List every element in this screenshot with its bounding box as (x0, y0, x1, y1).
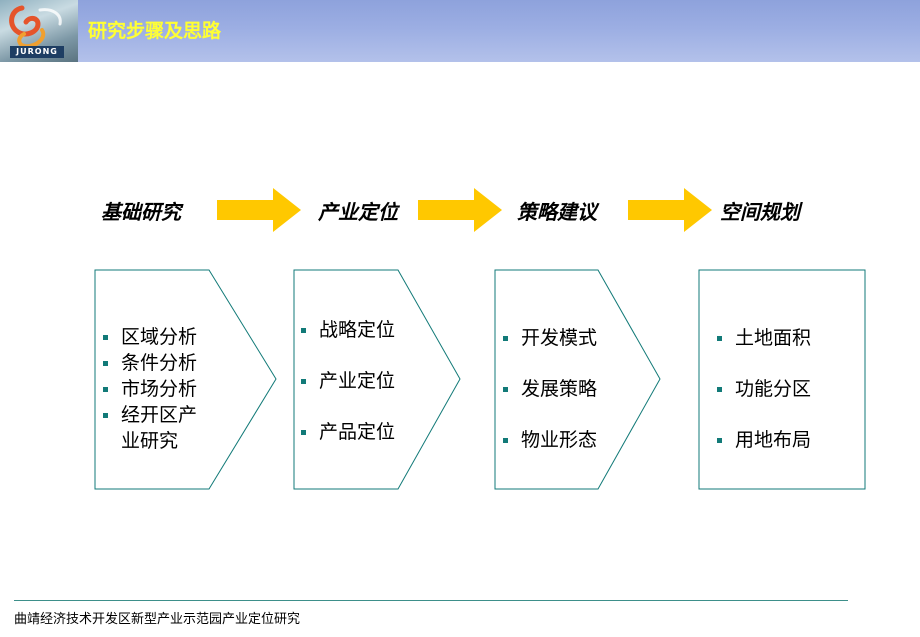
footer-divider (14, 600, 848, 601)
header-bar: JURONG 研究步骤及思路 (0, 0, 920, 62)
list-item: 土地面积 (714, 325, 811, 351)
step-title-strategy: 策略建议 (517, 200, 597, 224)
step-title-industry-positioning: 产业定位 (318, 200, 398, 224)
bullet-icon (503, 387, 508, 392)
item-list: 战略定位 产业定位 产品定位 (298, 317, 395, 445)
list-item-continuation: 业研究 (121, 430, 179, 452)
item-list: 开发模式 发展策略 物业形态 (500, 325, 597, 453)
step-box-spatial-planning: 土地面积 功能分区 用地布局 (698, 269, 866, 490)
right-arrow-icon (217, 188, 301, 232)
bullet-icon (717, 438, 722, 443)
step-box-strategy: 开发模式 发展策略 物业形态 (494, 269, 662, 490)
list-item: 发展策略 (500, 376, 597, 402)
bullet-icon (503, 336, 508, 341)
step-title-basic-research: 基础研究 (101, 200, 181, 224)
company-logo: JURONG (0, 0, 78, 62)
list-item: 功能分区 (714, 376, 811, 402)
list-item: 产品定位 (298, 419, 395, 445)
step-box-industry-positioning: 战略定位 产业定位 产品定位 (293, 269, 462, 490)
chevron-box-outline (94, 269, 277, 490)
bullet-icon (717, 336, 722, 341)
chevron-box-outline (293, 269, 461, 490)
bullet-icon (717, 387, 722, 392)
list-item: 市场分析 (100, 376, 197, 402)
bullet-icon (301, 379, 306, 384)
step-title-spatial-planning: 空间规划 (720, 200, 800, 224)
right-arrow-icon (418, 188, 502, 232)
footer-caption: 曲靖经济技术开发区新型产业示范园产业定位研究 (14, 612, 301, 627)
page-title: 研究步骤及思路 (88, 20, 222, 42)
list-item: 产业定位 (298, 368, 395, 394)
bullet-icon (103, 387, 108, 392)
chevron-box-outline (494, 269, 661, 490)
list-item: 开发模式 (500, 325, 597, 351)
bullet-icon (301, 430, 306, 435)
list-item: 战略定位 (298, 317, 395, 343)
list-item: 物业形态 (500, 427, 597, 453)
item-list: 区域分析 条件分析 市场分析 经开区产 业研究 (100, 324, 197, 454)
step-box-basic-research: 区域分析 条件分析 市场分析 经开区产 业研究 (94, 269, 278, 490)
rect-box-outline (698, 269, 866, 490)
bullet-icon (503, 438, 508, 443)
list-item: 区域分析 (100, 324, 197, 350)
bullet-icon (103, 413, 108, 418)
list-item: 用地布局 (714, 427, 811, 453)
bullet-icon (103, 335, 108, 340)
bullet-icon (301, 328, 306, 333)
right-arrow-icon (628, 188, 712, 232)
list-item: 条件分析 (100, 350, 197, 376)
list-item: 经开区产 (100, 402, 197, 428)
logo-wordmark: JURONG (10, 46, 64, 58)
item-list: 土地面积 功能分区 用地布局 (714, 325, 811, 453)
bullet-icon (103, 361, 108, 366)
